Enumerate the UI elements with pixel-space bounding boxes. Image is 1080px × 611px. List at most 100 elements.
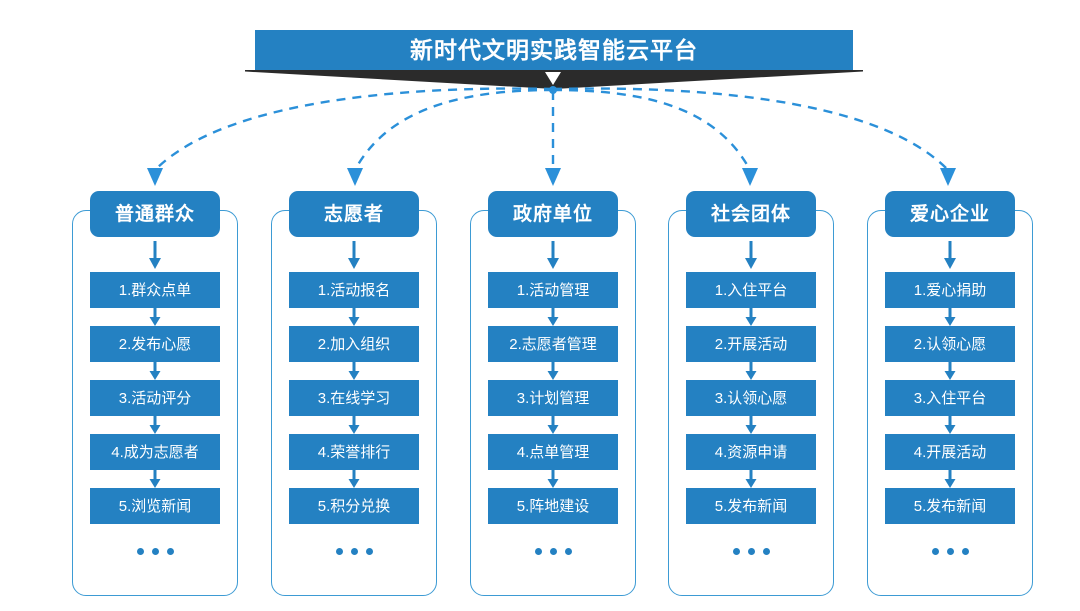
item-label: 4.荣誉排行 xyxy=(317,443,391,461)
hub-caret-icon xyxy=(545,72,561,85)
item-label: 3.在线学习 xyxy=(317,389,391,407)
step-down-arrow xyxy=(90,362,220,380)
column-header-3[interactable]: 政府单位 xyxy=(488,191,618,237)
column-header-4[interactable]: 社会团体 xyxy=(686,191,816,237)
ellipsis-dot xyxy=(564,547,572,555)
step-down-arrow xyxy=(90,470,220,488)
list-item[interactable]: 1.活动管理 xyxy=(488,272,618,308)
item-label: 3.活动评分 xyxy=(118,389,192,407)
column-header-2[interactable]: 志愿者 xyxy=(289,191,419,237)
header-down-arrow-1 xyxy=(90,237,220,272)
item-label: 1.活动报名 xyxy=(317,281,391,299)
item-label: 2.加入组织 xyxy=(317,335,391,353)
list-item[interactable]: 1.群众点单 xyxy=(90,272,220,308)
step-down-arrow xyxy=(686,470,816,488)
list-item[interactable]: 2.发布心愿 xyxy=(90,326,220,362)
column-header-label-1: 普通群众 xyxy=(114,203,195,225)
step-down-arrow xyxy=(686,362,816,380)
page-title: 新时代文明实践智能云平台 xyxy=(410,36,698,63)
list-item[interactable]: 5.浏览新闻 xyxy=(90,488,220,524)
column-header-5[interactable]: 爱心企业 xyxy=(885,191,1015,237)
item-label: 2.发布心愿 xyxy=(118,335,192,353)
step-down-arrow xyxy=(90,416,220,434)
connector-to-column-5 xyxy=(552,87,949,171)
item-label: 1.爱心捐助 xyxy=(913,281,987,299)
step-down-arrow xyxy=(885,470,1015,488)
item-label: 1.活动管理 xyxy=(516,281,590,299)
header-down-arrow-5 xyxy=(885,237,1015,272)
item-label: 4.资源申请 xyxy=(714,443,788,461)
list-item[interactable]: 5.发布新闻 xyxy=(885,488,1015,524)
step-down-arrow xyxy=(289,308,419,326)
header-down-arrow-2 xyxy=(289,237,419,272)
list-item[interactable]: 2.志愿者管理 xyxy=(488,326,618,362)
item-label: 3.计划管理 xyxy=(516,389,590,407)
item-stack-3: 1.活动管理 2.志愿者管理 3.计划管理 4.点单管理 5.阵地建设 xyxy=(488,272,618,566)
ellipsis-dot xyxy=(961,547,969,555)
more-ellipsis xyxy=(488,536,618,566)
header-down-arrow-3 xyxy=(488,237,618,272)
ellipsis-dot xyxy=(747,547,755,555)
list-item[interactable]: 1.入住平台 xyxy=(686,272,816,308)
step-down-arrow xyxy=(885,416,1015,434)
step-down-arrow xyxy=(488,362,618,380)
ellipsis-dot xyxy=(151,547,159,555)
list-item[interactable]: 5.积分兑换 xyxy=(289,488,419,524)
connector-to-column-2 xyxy=(353,88,554,171)
item-label: 1.群众点单 xyxy=(118,281,192,299)
item-stack-5: 1.爱心捐助 2.认领心愿 3.入住平台 4.开展活动 5.发布新闻 xyxy=(885,272,1015,566)
list-item[interactable]: 2.加入组织 xyxy=(289,326,419,362)
more-ellipsis xyxy=(885,536,1015,566)
list-item[interactable]: 3.计划管理 xyxy=(488,380,618,416)
list-item[interactable]: 4.开展活动 xyxy=(885,434,1015,470)
step-down-arrow xyxy=(686,308,816,326)
list-item[interactable]: 3.活动评分 xyxy=(90,380,220,416)
column-header-1[interactable]: 普通群众 xyxy=(90,191,220,237)
connector-to-column-4 xyxy=(552,88,752,171)
connector-arrowhead-1 xyxy=(147,168,163,186)
item-label: 5.积分兑换 xyxy=(317,497,391,515)
list-item[interactable]: 1.活动报名 xyxy=(289,272,419,308)
item-label: 3.入住平台 xyxy=(913,389,987,407)
platform-title-banner: 新时代文明实践智能云平台 xyxy=(255,30,853,70)
list-item[interactable]: 4.荣誉排行 xyxy=(289,434,419,470)
column-header-label-5: 爱心企业 xyxy=(909,203,990,225)
item-label: 5.发布新闻 xyxy=(913,497,987,515)
banner-shadow-ribbon xyxy=(245,70,863,89)
list-item[interactable]: 3.认领心愿 xyxy=(686,380,816,416)
column-header-label-4: 社会团体 xyxy=(710,203,791,225)
more-ellipsis xyxy=(90,536,220,566)
ellipsis-dot xyxy=(931,547,939,555)
connector-hub-node xyxy=(549,86,557,94)
connector-arrowhead-3 xyxy=(545,168,561,186)
ellipsis-dot xyxy=(365,547,373,555)
item-label: 1.入住平台 xyxy=(714,281,788,299)
ellipsis-dot xyxy=(136,547,144,555)
step-down-arrow xyxy=(488,416,618,434)
list-item[interactable]: 2.开展活动 xyxy=(686,326,816,362)
ellipsis-dot xyxy=(534,547,542,555)
step-down-arrow xyxy=(686,416,816,434)
item-label: 4.成为志愿者 xyxy=(111,443,199,461)
list-item[interactable]: 1.爱心捐助 xyxy=(885,272,1015,308)
ellipsis-dot xyxy=(946,547,954,555)
list-item[interactable]: 2.认领心愿 xyxy=(885,326,1015,362)
list-item[interactable]: 4.成为志愿者 xyxy=(90,434,220,470)
item-stack-4: 1.入住平台 2.开展活动 3.认领心愿 4.资源申请 5.发布新闻 xyxy=(686,272,816,566)
list-item[interactable]: 5.阵地建设 xyxy=(488,488,618,524)
step-down-arrow xyxy=(885,362,1015,380)
list-item[interactable]: 4.点单管理 xyxy=(488,434,618,470)
connector-arrowhead-5 xyxy=(940,168,956,186)
more-ellipsis xyxy=(686,536,816,566)
item-label: 3.认领心愿 xyxy=(714,389,788,407)
list-item[interactable]: 5.发布新闻 xyxy=(686,488,816,524)
header-down-arrow-4 xyxy=(686,237,816,272)
connector-to-column-1 xyxy=(154,87,554,171)
step-down-arrow xyxy=(90,308,220,326)
list-item[interactable]: 4.资源申请 xyxy=(686,434,816,470)
ellipsis-dot xyxy=(335,547,343,555)
list-item[interactable]: 3.入住平台 xyxy=(885,380,1015,416)
column-header-label-3: 政府单位 xyxy=(512,203,593,225)
list-item[interactable]: 3.在线学习 xyxy=(289,380,419,416)
